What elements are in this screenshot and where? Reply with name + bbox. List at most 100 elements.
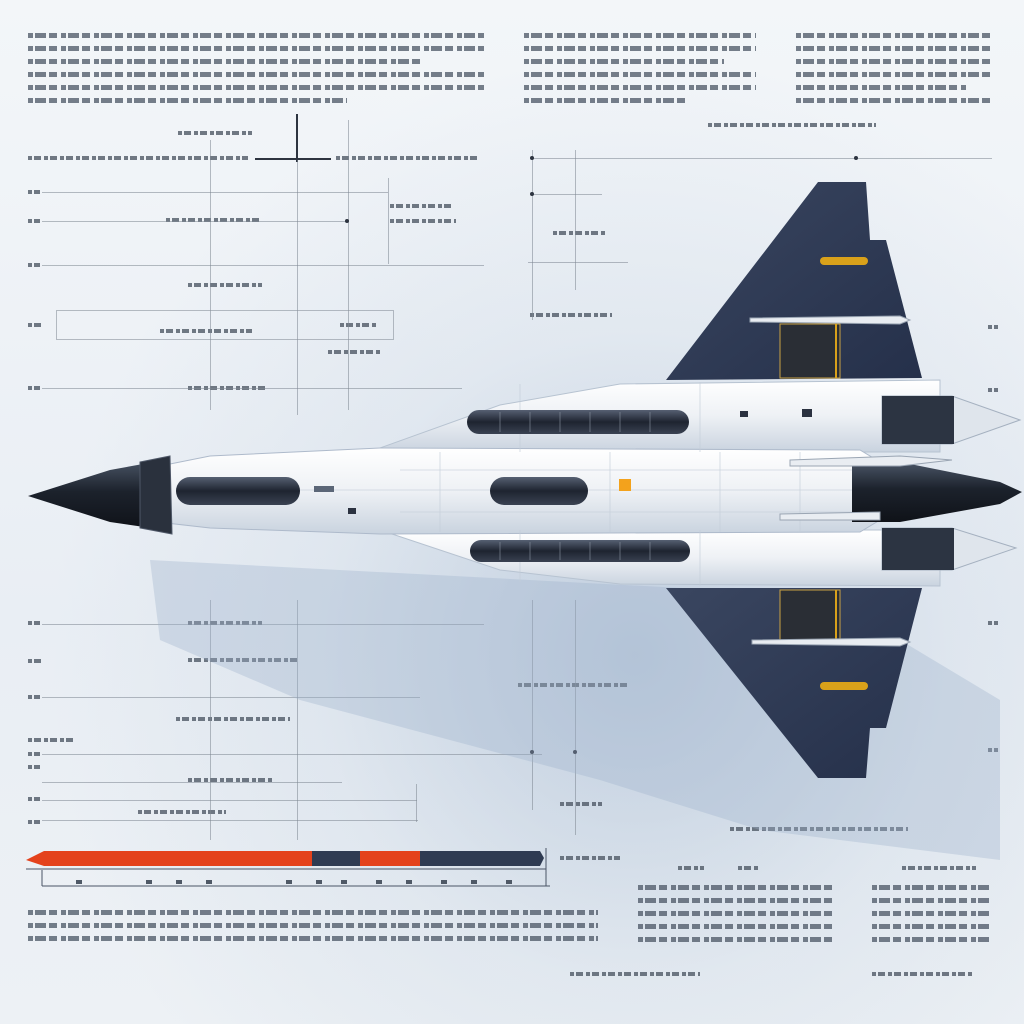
dimension-label bbox=[988, 325, 998, 329]
dimension-label bbox=[28, 621, 40, 625]
anchor-dot bbox=[854, 156, 858, 160]
forward-bay bbox=[176, 477, 300, 505]
footer-caption bbox=[872, 972, 972, 976]
center-bay bbox=[490, 477, 588, 505]
leader-line bbox=[42, 221, 348, 222]
lower-bay bbox=[470, 540, 690, 562]
engine-nozzle-icon bbox=[852, 462, 1022, 522]
leader-line bbox=[528, 262, 628, 263]
dimension-label bbox=[28, 797, 40, 801]
dimension-label bbox=[28, 695, 40, 699]
dimension-label bbox=[28, 263, 40, 267]
dimension-label bbox=[28, 752, 40, 756]
dimension-label bbox=[390, 219, 456, 223]
dimension-label bbox=[28, 765, 40, 769]
table-header bbox=[738, 866, 758, 870]
missile-icon bbox=[751, 637, 912, 647]
dimension-label bbox=[28, 156, 248, 160]
vertical-guide bbox=[388, 178, 389, 264]
leader-line bbox=[42, 800, 417, 801]
anchor-dot bbox=[530, 750, 534, 754]
panel-marker bbox=[348, 508, 356, 514]
leader-line bbox=[42, 820, 418, 821]
leader-line bbox=[42, 754, 542, 755]
spec-table-center bbox=[638, 885, 834, 950]
dimension-label bbox=[328, 350, 382, 354]
vertical-guide bbox=[210, 600, 211, 840]
orange-marker bbox=[619, 479, 631, 491]
strake-lower bbox=[779, 511, 881, 521]
dimension-label bbox=[730, 827, 908, 831]
footer-notes-left bbox=[28, 910, 598, 949]
dimension-label bbox=[176, 717, 290, 721]
table-header bbox=[678, 866, 704, 870]
dimension-label bbox=[518, 683, 628, 687]
dimension-label bbox=[178, 131, 252, 135]
lower-wing bbox=[666, 588, 922, 778]
dimension-label bbox=[553, 231, 605, 235]
dimension-label bbox=[336, 156, 478, 160]
table-header bbox=[902, 866, 976, 870]
dimension-label bbox=[28, 738, 76, 742]
upper-bay bbox=[467, 410, 689, 434]
vertical-guide bbox=[348, 120, 349, 410]
header-notes-left bbox=[28, 33, 484, 111]
wing-bay-lower bbox=[779, 589, 841, 641]
wing-bay-upper bbox=[779, 323, 841, 379]
anchor-dot bbox=[530, 156, 534, 160]
nose-ring bbox=[139, 455, 173, 535]
dimension-label bbox=[28, 219, 40, 223]
panel-marker bbox=[740, 411, 748, 417]
leader-line bbox=[42, 782, 342, 783]
dimension-label bbox=[988, 388, 998, 392]
leader-line bbox=[42, 388, 462, 389]
dimension-label bbox=[188, 658, 298, 662]
header-notes-right bbox=[796, 33, 994, 111]
vertical-guide bbox=[532, 150, 533, 320]
vertical-guide bbox=[575, 150, 576, 290]
callout-box bbox=[56, 310, 394, 340]
footer-caption bbox=[570, 972, 700, 976]
scale-label bbox=[560, 856, 620, 860]
upper-wing bbox=[666, 182, 922, 380]
dimension-label bbox=[166, 218, 262, 222]
vertical-guide bbox=[416, 784, 417, 822]
spec-table-right bbox=[872, 885, 992, 950]
engine-upper-housing bbox=[882, 396, 954, 444]
dimension-label bbox=[988, 621, 998, 625]
vertical-guide bbox=[532, 600, 533, 810]
engine-lower-housing bbox=[882, 528, 954, 570]
vertical-guide bbox=[210, 140, 211, 410]
dimension-line bbox=[255, 158, 331, 160]
leader-line bbox=[42, 697, 420, 698]
header-notes-center bbox=[524, 33, 756, 111]
panel-marker bbox=[314, 486, 334, 492]
dimension-label bbox=[390, 204, 452, 208]
dimension-label bbox=[188, 283, 262, 287]
anchor-dot bbox=[345, 219, 349, 223]
dimension-label bbox=[160, 329, 252, 333]
dimension-label bbox=[28, 190, 40, 194]
dimension-label bbox=[340, 323, 376, 327]
nose-cone-icon bbox=[28, 460, 165, 530]
dimension-label bbox=[560, 802, 602, 806]
dimension-line bbox=[296, 114, 298, 162]
dimension-label bbox=[708, 123, 876, 127]
dimension-label bbox=[188, 621, 262, 625]
anchor-dot bbox=[573, 750, 577, 754]
dimension-label bbox=[988, 748, 998, 752]
vertical-guide bbox=[297, 160, 298, 415]
leader-line bbox=[42, 265, 484, 266]
dimension-label bbox=[28, 323, 42, 327]
dimension-label bbox=[28, 659, 44, 663]
dimension-label bbox=[138, 810, 226, 814]
anchor-dot bbox=[530, 192, 534, 196]
leader-line bbox=[532, 194, 602, 195]
panel-marker bbox=[802, 409, 812, 417]
leader-line bbox=[42, 192, 388, 193]
missile-icon bbox=[749, 315, 912, 325]
leader-line bbox=[42, 624, 484, 625]
